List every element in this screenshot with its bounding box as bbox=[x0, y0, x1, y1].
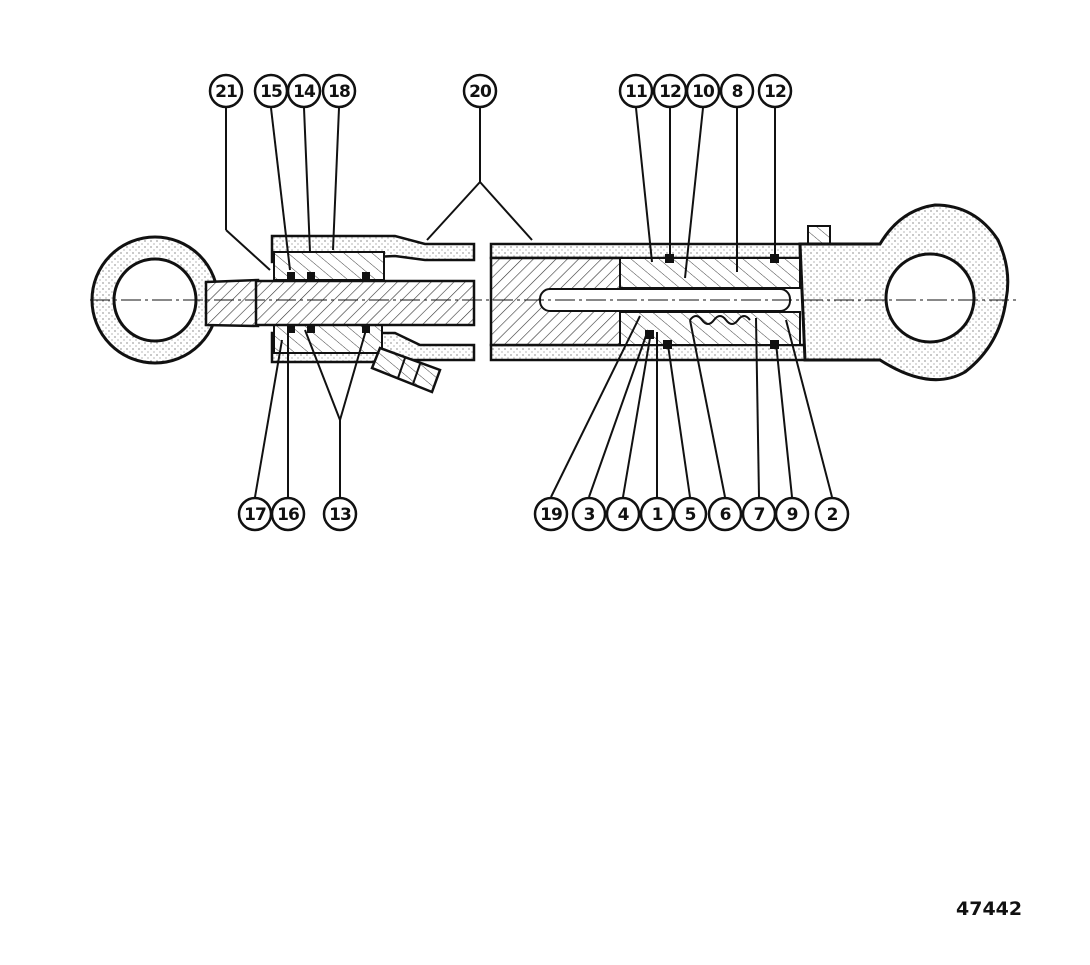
figure-number: 47442 bbox=[956, 898, 1023, 920]
callout-label: 17 bbox=[244, 505, 266, 525]
callout-t11: 11 bbox=[618, 73, 654, 109]
callout-label: 11 bbox=[625, 82, 647, 102]
callout-label: 9 bbox=[787, 505, 798, 525]
callout-t15: 15 bbox=[253, 73, 289, 109]
callout-circle bbox=[685, 73, 721, 109]
callout-label: 18 bbox=[328, 82, 350, 102]
callout-label: 8 bbox=[732, 82, 743, 102]
callout-b9: 9 bbox=[774, 496, 810, 532]
leader-lines bbox=[225, 107, 833, 498]
callout-b16: 16 bbox=[270, 496, 306, 532]
callout-circle bbox=[462, 73, 498, 109]
callout-t18: 18 bbox=[321, 73, 357, 109]
cylinder-head-section bbox=[254, 234, 476, 394]
callout-circle bbox=[707, 496, 743, 532]
callout-circle bbox=[208, 73, 244, 109]
callout-circle bbox=[322, 496, 358, 532]
callout-label: 20 bbox=[469, 82, 492, 102]
callout-circle bbox=[618, 73, 654, 109]
callout-circle bbox=[270, 496, 306, 532]
callout-circle bbox=[571, 496, 607, 532]
callout-label: 5 bbox=[685, 505, 696, 525]
callout-circle bbox=[605, 496, 641, 532]
callout-b6: 6 bbox=[707, 496, 743, 532]
callout-label: 2 bbox=[827, 505, 838, 525]
clevis-eye bbox=[798, 203, 1010, 382]
callout-circle bbox=[774, 496, 810, 532]
callout-b2: 2 bbox=[814, 496, 850, 532]
callout-b7: 7 bbox=[741, 496, 777, 532]
callout-b5: 5 bbox=[672, 496, 708, 532]
callout-label: 6 bbox=[720, 505, 731, 525]
callouts-top: 21 15 14 18 20 11 12 10 8 12 bbox=[208, 73, 793, 109]
callout-t12b: 12 bbox=[757, 73, 793, 109]
callout-circle bbox=[719, 73, 755, 109]
callout-circle bbox=[757, 73, 793, 109]
callout-t20: 20 bbox=[462, 73, 498, 109]
callout-label: 12 bbox=[659, 82, 681, 102]
callout-circle bbox=[672, 496, 708, 532]
callout-label: 10 bbox=[692, 82, 715, 102]
callout-t21: 21 bbox=[208, 73, 244, 109]
callout-b13: 13 bbox=[322, 496, 358, 532]
callout-t12a: 12 bbox=[652, 73, 688, 109]
callout-label: 14 bbox=[293, 82, 316, 102]
callout-label: 12 bbox=[764, 82, 786, 102]
callout-circle bbox=[321, 73, 357, 109]
callouts-bottom: 17 16 13 19 3 4 1 5 6 7 9 2 bbox=[237, 496, 850, 532]
callout-label: 13 bbox=[329, 505, 351, 525]
cylinder-barrel-section bbox=[489, 225, 831, 362]
callout-circle bbox=[286, 73, 322, 109]
callout-b3: 3 bbox=[571, 496, 607, 532]
callout-label: 15 bbox=[260, 82, 282, 102]
callout-b19: 19 bbox=[533, 496, 569, 532]
callout-b1: 1 bbox=[639, 496, 675, 532]
callout-label: 7 bbox=[754, 505, 765, 525]
callout-b17: 17 bbox=[237, 496, 273, 532]
callout-t10: 10 bbox=[685, 73, 721, 109]
callout-label: 4 bbox=[618, 505, 630, 525]
callout-label: 16 bbox=[277, 505, 299, 525]
callout-t8: 8 bbox=[719, 73, 755, 109]
callout-t14: 14 bbox=[286, 73, 322, 109]
callout-circle bbox=[533, 496, 569, 532]
callout-circle bbox=[814, 496, 850, 532]
callout-label: 3 bbox=[584, 505, 595, 525]
callout-label: 21 bbox=[215, 82, 237, 102]
callout-label: 1 bbox=[652, 505, 663, 525]
callout-label: 19 bbox=[540, 505, 562, 525]
callout-b4: 4 bbox=[605, 496, 641, 532]
